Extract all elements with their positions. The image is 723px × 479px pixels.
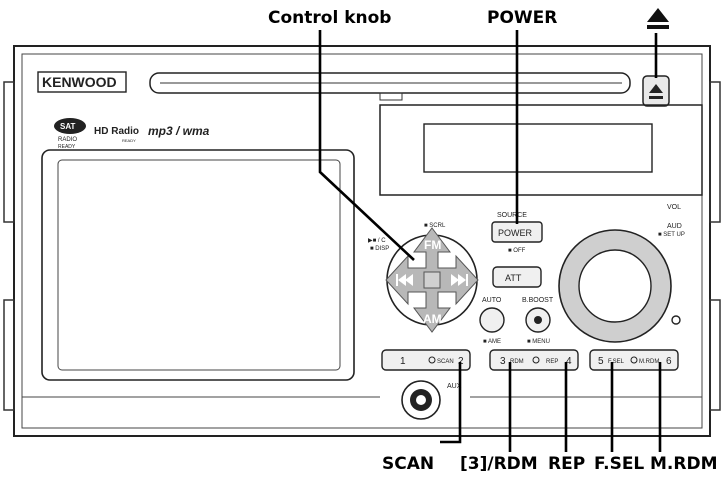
leader-scan — [440, 362, 462, 444]
play-label: ▶■ / C — [368, 238, 386, 244]
knob-indicator — [671, 315, 681, 325]
callout-rdm3: [3]/RDM — [460, 454, 538, 474]
sat-radio-badge — [54, 118, 86, 134]
right-bracket — [709, 81, 721, 223]
btn3-label: 3 — [500, 356, 506, 367]
callout-power: POWER — [487, 8, 558, 28]
eject-icon — [649, 84, 663, 99]
preset-5-6-dot — [630, 356, 638, 364]
att-button-label: ATT — [505, 273, 522, 283]
control-knob-inner[interactable] — [578, 249, 652, 323]
aud-label: AUD — [667, 223, 682, 230]
btn1-label: 1 — [400, 356, 406, 367]
left-bracket — [3, 81, 15, 223]
btn5-label: 5 — [598, 356, 604, 367]
ame-label: ■ AME — [483, 339, 501, 345]
rdm-small-label: RDM — [510, 359, 524, 365]
callout-scan: SCAN — [382, 454, 435, 474]
hd-ready-label: READY — [122, 138, 136, 143]
preset-1-2-button[interactable] — [381, 349, 471, 371]
left-bracket-low — [3, 299, 15, 411]
bboost-dot — [534, 316, 542, 324]
off-label: ■ OFF — [508, 248, 526, 254]
display-housing — [379, 104, 703, 196]
att-button[interactable] — [492, 266, 542, 288]
dpad-center[interactable] — [423, 271, 441, 289]
sat-badge-mid: RADIO — [58, 137, 77, 143]
slot-tab — [379, 92, 403, 101]
fsel-small-label: F.SEL — [608, 359, 625, 365]
disp-label: ■ DISP — [370, 246, 389, 252]
callout-rep: REP — [548, 454, 586, 474]
fm-label: FM — [424, 238, 441, 252]
monitor-bezel — [41, 149, 355, 381]
auto-label: AUTO — [482, 297, 502, 304]
scrl-label: ■ SCRL — [424, 223, 446, 229]
scan-small-label: SCAN — [437, 359, 454, 365]
chassis-inner — [21, 53, 703, 429]
aux-jack-inner — [416, 395, 426, 405]
leader-control-knob — [318, 30, 415, 261]
right-bracket-low — [709, 299, 721, 411]
power-button-label: POWER — [498, 228, 533, 238]
brand-plate — [37, 71, 127, 93]
callout-control-knob: Control knob — [268, 8, 392, 28]
btn2-label: 2 — [458, 356, 464, 367]
menu-label: ■ MENU — [527, 339, 550, 345]
hd-radio-logo: HD Radio — [94, 126, 139, 137]
bboost-label: B.BOOST — [522, 297, 554, 304]
sat-badge-bottom: READY — [58, 144, 76, 150]
skip-back-icon — [396, 274, 413, 286]
rep-small-label: REP — [546, 359, 558, 365]
btn4-label: 4 — [566, 356, 572, 367]
auto-button[interactable] — [479, 307, 505, 333]
format-logo: mp3 / wma — [148, 124, 210, 138]
source-label: SOURCE — [497, 212, 527, 219]
vol-label: VOL — [667, 204, 681, 211]
callout-fsel: F.SEL — [594, 454, 645, 474]
skip-forward-icon — [451, 274, 468, 286]
eject-icon-callout — [647, 8, 669, 29]
brand-logo: KENWOOD — [42, 74, 117, 90]
mrdm-small-label: M.RDM — [639, 359, 659, 365]
display-window — [423, 123, 653, 173]
setup-label: ■ SET UP — [658, 232, 685, 238]
preset-1-2-dot — [428, 356, 436, 364]
aux-label: AUX — [447, 383, 462, 390]
am-label: AM — [423, 312, 442, 326]
preset-3-4-button[interactable] — [489, 349, 579, 371]
btn6-label: 6 — [666, 356, 672, 367]
sat-badge-top: SAT — [60, 122, 76, 131]
monitor-screen — [57, 159, 341, 371]
preset-3-4-dot — [532, 356, 540, 364]
callout-mrdm: M.RDM — [650, 454, 718, 474]
